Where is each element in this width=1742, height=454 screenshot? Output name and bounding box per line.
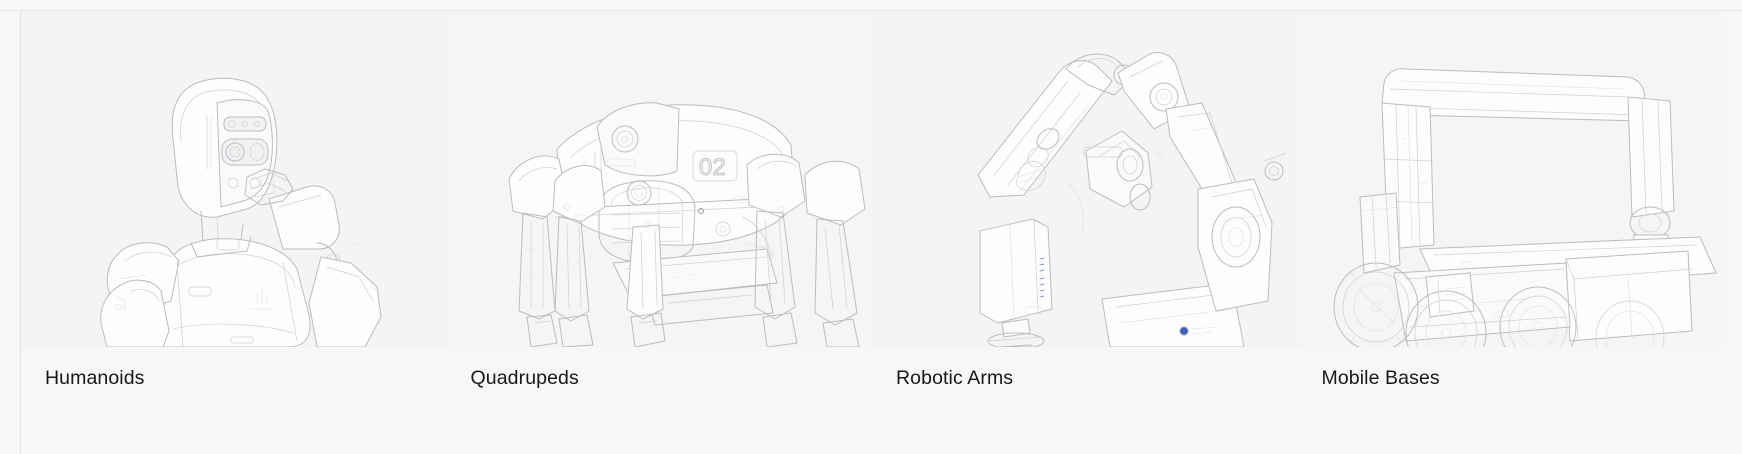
top-divider [0, 0, 1742, 11]
quadruped-robot-illustration: 02 [447, 11, 873, 347]
card-body-quadrupeds: Quadrupeds [446, 347, 872, 454]
card-title-robotic-arms: Robotic Arms [896, 367, 1014, 389]
card-title-humanoids: Humanoids [45, 367, 145, 389]
card-title-quadrupeds: Quadrupeds [470, 367, 579, 389]
card-title-mobile-bases: Mobile Bases [1321, 367, 1440, 389]
card-body-robotic-arms: Robotic Arms [872, 347, 1298, 454]
robotic-arm-illustration [872, 11, 1287, 347]
category-card-robotic-arms[interactable]: Robotic Arms [872, 11, 1298, 454]
category-card-humanoids[interactable]: Humanoids [21, 11, 447, 454]
humanoid-robot-illustration [21, 11, 447, 347]
category-card-quadrupeds[interactable]: 02 [446, 11, 873, 454]
card-body-mobile-bases: Mobile Bases [1297, 347, 1723, 454]
card-body-humanoids: Humanoids [21, 347, 447, 454]
effector-indicator-ticks [1039, 257, 1045, 298]
card-media-mobile-bases [1297, 11, 1724, 347]
gallery-container: Humanoids [20, 11, 1723, 454]
card-media-quadrupeds: 02 [446, 11, 873, 347]
gallery-grid: Humanoids [21, 11, 1723, 454]
quadruped-model-number: 02 [699, 154, 726, 181]
base-brand-logo [1179, 326, 1189, 336]
card-media-robotic-arms [872, 11, 1298, 347]
mobile-base-illustration [1298, 11, 1724, 347]
category-card-mobile-bases[interactable]: Mobile Bases [1297, 11, 1724, 454]
card-media-humanoids [21, 11, 447, 347]
